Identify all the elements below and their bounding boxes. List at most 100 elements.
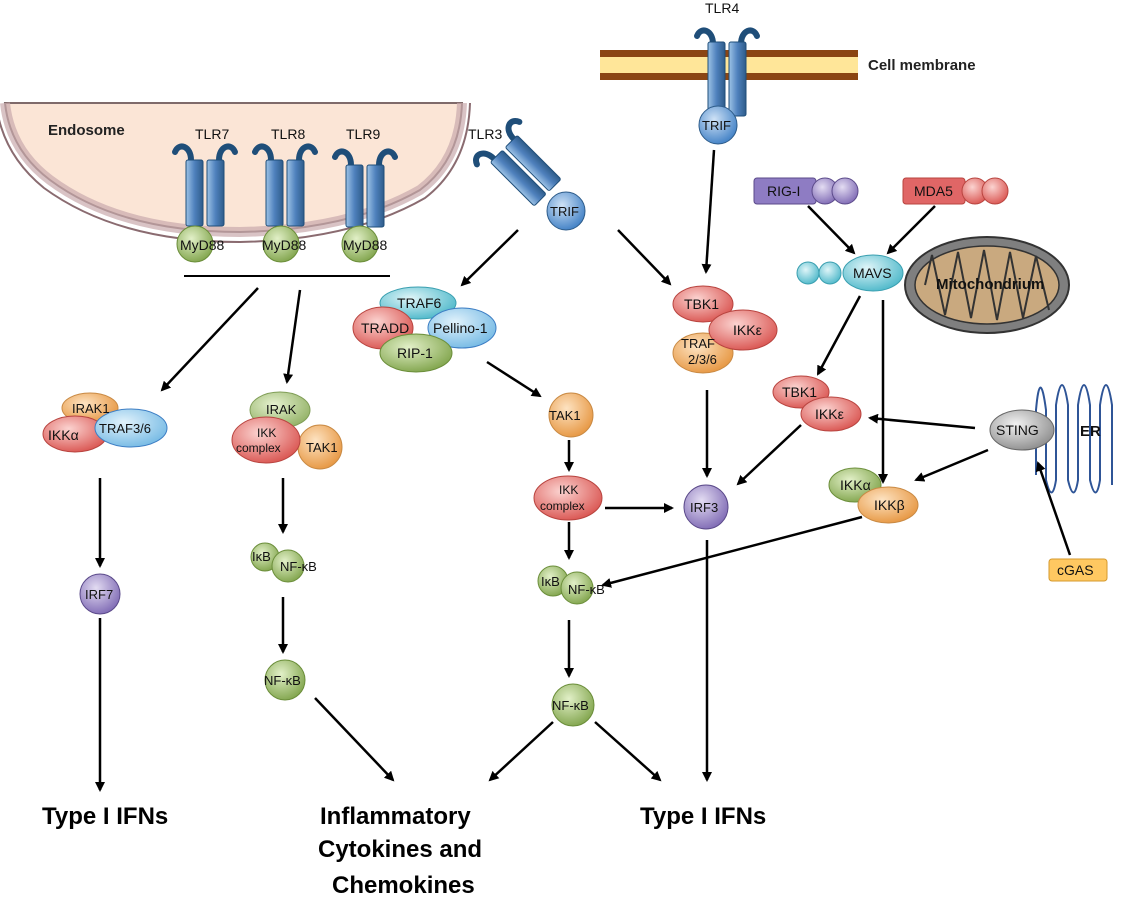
mitochondrion: Mitochondrium [904,236,1070,334]
tak1-label: TAK1 [306,440,338,455]
mavs-label: MAVS [853,265,892,281]
tlr9-label: TLR9 [346,126,380,142]
tbk1-label: TBK1 [782,384,817,400]
endosome: Endosome [0,101,471,244]
cgas-node: cGAS [1048,558,1108,582]
myd88-tlr9: MyD88 [341,225,388,263]
nfkb-left: NF-κB [264,659,306,701]
output-inflammatory: Inflammatory [320,803,471,830]
arrow-trif-to-tbk1 [617,229,672,286]
ikk-label: IKK [559,483,578,497]
ikk-label: IKK [257,426,276,440]
mda5-label: MDA5 [914,183,953,199]
mavs-complex: MAVS [796,254,904,292]
arrow-myd-to-irak1 [160,287,259,392]
traf6-complex: TRAF6 TRADD Pellino-1 RIP-1 [352,286,497,373]
tlr4-receptor: TLR4 [697,0,757,117]
traf6-label: TRAF6 [397,295,442,311]
arrow-nfkb-to-cytokines-left [314,697,395,782]
arrow-mavs-to-tbk1 [816,295,862,376]
irf7-label: IRF7 [85,587,113,602]
arrow-ikke-to-irf3 [736,424,802,486]
tbk1-complex-tlr4: TBK1 IKKε TRAF 2/3/6 [672,285,778,374]
cell-membrane: Cell membrane [600,50,976,80]
ikka-label: IKKα [48,427,79,443]
ikb-label: IκB [541,574,560,589]
arrow-myd-to-irak [283,289,302,384]
irak-complex: IRAK IKK complex TAK1 [231,391,343,470]
myd88-tlr8: MyD88 [262,225,307,263]
tlr8-label: TLR8 [271,126,305,142]
complex-label: complex [540,499,585,513]
arrow-trif-to-traf6 [460,229,519,287]
traf-236-label: 2/3/6 [688,352,717,367]
endosome-label: Endosome [48,122,125,139]
tlr9-receptor: TLR9 [335,126,395,228]
irf3-label: IRF3 [690,500,718,515]
tlr8-receptor: TLR8 [255,126,315,227]
arrow-sting-to-ikka [914,448,989,482]
mitochondrion-label: Mitochondrium [936,276,1044,293]
sting-label: STING [996,422,1039,438]
irf7-node: IRF7 [79,573,121,615]
tak1-label: TAK1 [549,408,581,423]
myd88-label: MyD88 [180,237,225,253]
ikb-nfkb-left: IκB NF-κB [250,542,317,583]
nfkb-label: NF-κB [568,582,605,597]
traf-label: TRAF [681,336,715,351]
rip1-label: RIP-1 [397,345,433,361]
output-chemokines: Chemokines [332,872,475,899]
mda5-sensor: MDA5 [902,177,1009,205]
tbk1-label: TBK1 [684,296,719,312]
arrow-nfkb-to-cytokines-mid [488,721,554,782]
ikka-ikkb-complex: IKKα IKKβ [828,467,919,524]
nfkb-mid: NF-κB [551,683,595,727]
trif-label: TRIF [702,118,731,133]
output-type1-ifns-right: Type I IFNs [640,803,766,830]
ikke-label: IKKε [815,406,844,422]
irak1-complex: IRAK1 IKKα TRAF3/6 [42,392,168,453]
trif-tlr4: TRIF [698,105,738,145]
er-label: ER [1080,423,1101,440]
myd88-label: MyD88 [343,237,388,253]
arrow-ikkb-to-nfkb [601,515,863,588]
trif-tlr3: TRIF [546,191,586,231]
sting-node: STING [989,409,1055,451]
endoplasmic-reticulum: ER [1035,384,1113,494]
ikk-complex-mid: IKK complex [533,475,603,521]
rig-i-label: RIG-I [767,183,800,199]
arrow-sting-to-ikke [868,413,976,430]
nfkb-label: NF-κB [280,559,317,574]
arrow-rip1-to-tak1 [486,360,542,398]
output-type1-ifns-left: Type I IFNs [42,803,168,830]
arrow-tlr4trif-to-tbk1 [701,149,716,274]
tbk1-ikke-mavs: TBK1 IKKε [772,375,862,432]
pellino1-label: Pellino-1 [433,320,488,336]
tlr3-label: TLR3 [468,126,502,142]
irak-label: IRAK [266,402,297,417]
ikb-nfkb-mid: IκB NF-κB [537,565,605,605]
tlr3-receptor: TLR3 [468,118,561,206]
ikkb-label: IKKβ [874,497,905,513]
nfkb-label: NF-κB [264,673,301,688]
arrow-rigi-to-mavs [807,205,856,255]
tak1-node: TAK1 [548,392,594,438]
cell-membrane-label: Cell membrane [868,57,976,74]
arrow-nfkb-to-ifn [594,721,662,782]
tlr4-label: TLR4 [705,0,739,16]
irak1-label: IRAK1 [72,401,110,416]
tlr7-label: TLR7 [195,126,229,142]
nfkb-label: NF-κB [552,698,589,713]
traf36-label: TRAF3/6 [99,421,151,436]
ikb-label: IκB [252,549,271,564]
irf3-node: IRF3 [683,484,729,530]
myd88-label: MyD88 [262,237,307,253]
tradd-label: TRADD [361,320,409,336]
arrow-cgas-to-sting [1035,461,1072,556]
output-cytokines: Cytokines and [318,836,482,863]
myd88-tlr7: MyD88 [176,225,225,263]
ikke-label: IKKε [733,322,762,338]
complex-label: complex [236,441,281,455]
arrow-mda5-to-mavs [886,205,936,255]
